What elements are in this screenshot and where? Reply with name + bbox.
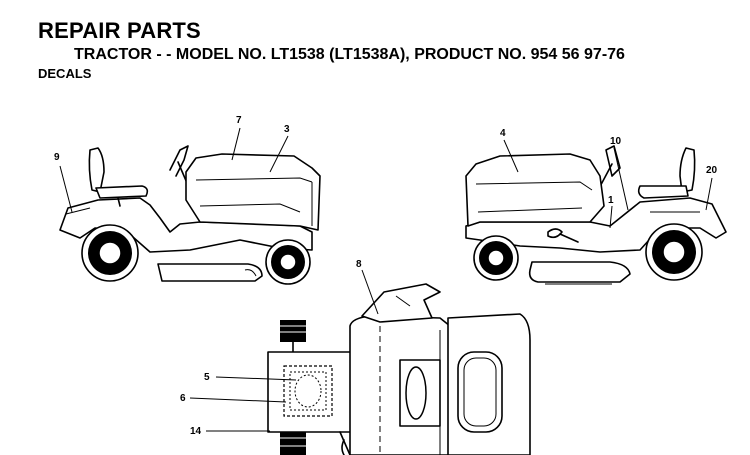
tractor-right-side-view (465, 145, 727, 285)
leader-lines (59, 127, 713, 432)
callout-3: 3 (284, 124, 290, 135)
tractor-left-side-view (59, 145, 321, 285)
section-heading: DECALS (38, 66, 92, 81)
callout-4: 4 (500, 128, 506, 139)
callout-numbers: 9 7 3 4 10 20 1 8 5 6 14 (54, 115, 718, 437)
callout-1: 1 (608, 195, 614, 206)
callout-20: 20 (706, 165, 718, 176)
callout-6: 6 (180, 393, 186, 404)
callout-14: 14 (190, 426, 202, 437)
callout-8: 8 (356, 259, 362, 270)
callout-9: 9 (54, 152, 60, 163)
callout-10: 10 (610, 136, 622, 147)
callout-5: 5 (204, 372, 210, 383)
tractor-top-view (267, 283, 531, 455)
model-subtitle: TRACTOR - - MODEL NO. LT1538 (LT1538A), … (74, 46, 625, 63)
callout-7: 7 (236, 115, 242, 126)
page-title: REPAIR PARTS (38, 18, 201, 43)
